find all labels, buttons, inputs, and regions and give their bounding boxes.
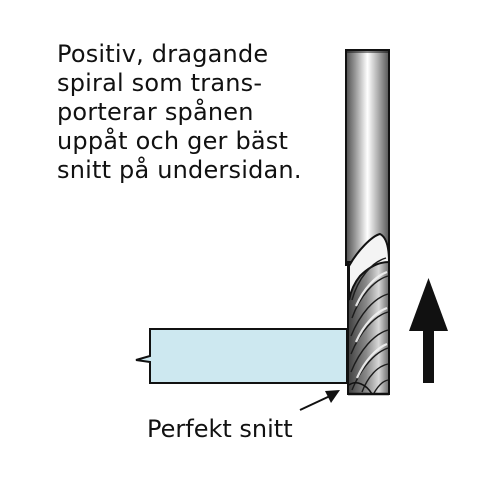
bit-shank <box>345 49 390 266</box>
description-line: porterar spånen <box>57 98 254 126</box>
description-line: uppåt och ger bäst <box>57 127 289 155</box>
spiral-router-bit-icon <box>345 49 391 396</box>
callout-label: Perfekt snitt <box>147 415 293 443</box>
workpiece-board <box>135 328 348 384</box>
description-line: snitt på undersidan. <box>57 156 302 184</box>
description-text: Positiv, dragande spiral som trans- port… <box>57 40 337 185</box>
pointer-arrow-icon <box>299 390 340 411</box>
arrow-up-icon <box>409 278 448 383</box>
description-line: Positiv, dragande <box>57 40 269 68</box>
description-line: spiral som trans- <box>57 69 263 97</box>
